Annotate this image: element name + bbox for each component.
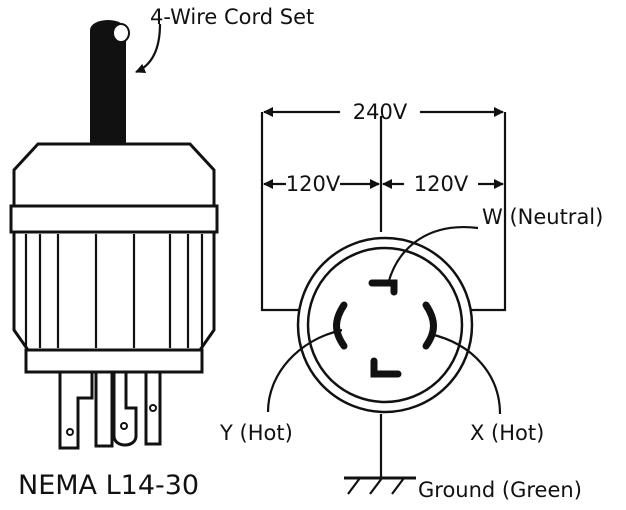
neutral-label: W (Neutral) xyxy=(482,205,603,229)
voltage-120-right-label: 120V xyxy=(414,172,469,196)
plug-illustration xyxy=(9,20,219,450)
frame-240v xyxy=(260,112,308,312)
cord xyxy=(90,20,130,146)
plug-base-ring xyxy=(24,348,204,374)
voltage-dimensions xyxy=(260,107,507,312)
leader-lines xyxy=(266,226,502,478)
plug-cap xyxy=(12,142,216,208)
cord-arrow xyxy=(135,23,162,74)
ground-symbol-icon xyxy=(344,476,416,495)
neutral-slot xyxy=(368,279,398,296)
hot-x-leader xyxy=(429,332,502,415)
voltage-240-label: 240V xyxy=(353,100,408,124)
model-label: NEMA L14-30 xyxy=(18,470,199,501)
hot-y-leader xyxy=(266,328,343,413)
cord-set-label: 4-Wire Cord Set xyxy=(150,5,314,29)
hot-x-slot xyxy=(422,301,437,350)
receptacle-face xyxy=(296,236,474,414)
plug-prongs xyxy=(58,370,162,450)
neutral-leader xyxy=(386,226,479,285)
hot-y-label: Y (Hot) xyxy=(219,421,293,445)
ground-label: Ground (Green) xyxy=(418,478,582,502)
voltage-120-left-label: 120V xyxy=(286,172,341,196)
plug-collar xyxy=(9,204,219,234)
hot-y-slot xyxy=(333,301,348,350)
hot-x-label: X (Hot) xyxy=(470,421,544,445)
plug-grip xyxy=(12,230,216,352)
ground-slot xyxy=(370,357,402,378)
